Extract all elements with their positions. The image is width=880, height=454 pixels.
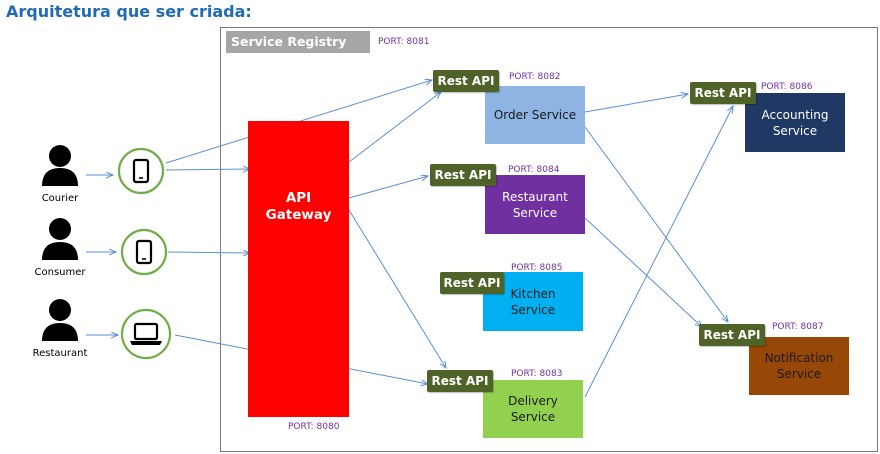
api-gateway-label: API Gateway [265,190,332,223]
courier-label: Courier [41,193,79,204]
restaurant-person-icon [42,299,78,341]
service-registry-label: Service Registry [226,31,370,53]
courier-smartphone-icon [117,147,165,195]
accounting-service-port: PORT: 8086 [761,82,813,92]
order-rest-api-tag: Rest API [433,70,499,92]
consumer-label: Consumer [34,267,86,278]
delivery-rest-api-tag: Rest API [427,370,493,392]
kitchen-rest-api-tag: Rest API [440,272,504,294]
diagram-title: Arquitetura que ser criada: [6,2,252,21]
restaurant-client-label: Restaurant [32,348,88,359]
arrow-gateway-to-restaurant [348,176,428,199]
arrow-gateway-to-order [348,92,441,163]
order-service-port: PORT: 8082 [509,72,561,82]
restaurant-service-box: Restaurant Service [485,175,585,234]
arrow-delivery-to-accounting [584,106,733,398]
order-service-box: Order Service [485,86,585,144]
arrow-gateway-to-delivery [348,209,446,368]
api-gateway-port: PORT: 8080 [288,422,340,432]
api-gateway-box [248,121,349,417]
accounting-service-box: Accounting Service [745,93,845,152]
kitchen-service-port: PORT: 8085 [511,263,563,273]
restaurant-laptop-icon [120,308,172,360]
accounting-rest-api-tag: Rest API [690,82,756,104]
delivery-service-port: PORT: 8083 [511,369,563,379]
notification-service-port: PORT: 8087 [772,322,824,332]
delivery-service-box: Delivery Service [483,380,583,438]
notification-service-box: Notification Service [749,337,849,395]
arrow-consumer-to-gateway [167,252,250,253]
service-registry-port: PORT: 8081 [378,37,430,47]
notification-rest-api-tag: Rest API [699,324,765,346]
restaurant-service-port: PORT: 8084 [508,165,560,175]
consumer-smartphone-icon [120,228,168,276]
restaurant-rest-api-tag: Rest API [430,164,496,186]
arrow-restaurant-to-notification [584,217,702,327]
courier-person-icon [42,145,78,186]
arrow-courier-to-gateway [165,169,250,170]
arrow-order-to-accounting [584,94,688,113]
consumer-person-icon [42,218,78,260]
service-registry-frame [220,27,878,452]
arrow-order-to-notification [584,126,728,322]
